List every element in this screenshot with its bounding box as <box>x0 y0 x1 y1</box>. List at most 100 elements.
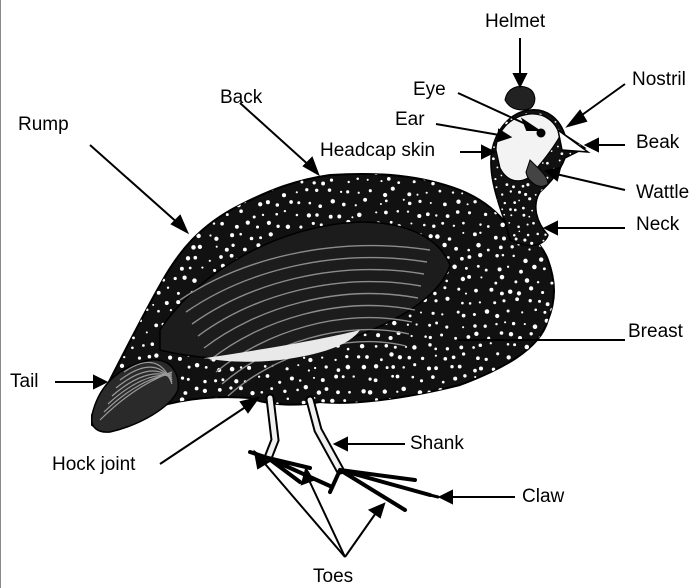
plumage-spot <box>192 189 196 193</box>
plumage-spot <box>106 298 109 301</box>
plumage-spot <box>100 223 102 225</box>
plumage-spot <box>515 363 519 367</box>
plumage-spot <box>192 278 197 283</box>
plumage-spot <box>99 192 102 195</box>
plumage-spot <box>170 309 172 311</box>
plumage-spot <box>561 102 564 105</box>
plumage-spot <box>566 161 568 163</box>
plumage-spot <box>318 204 322 208</box>
plumage-spot <box>486 129 489 132</box>
plumage-spot <box>106 168 109 171</box>
plumage-spot <box>183 391 187 395</box>
plumage-spot <box>308 202 311 205</box>
plumage-spot <box>266 374 270 378</box>
plumage-spot <box>494 236 498 240</box>
plumage-spot <box>342 203 346 207</box>
plumage-spot <box>153 279 155 281</box>
label-breast: Breast <box>628 322 683 341</box>
plumage-spot <box>108 212 112 216</box>
plumage-spot <box>523 239 526 242</box>
plumage-spot <box>285 166 288 169</box>
plumage-spot <box>545 217 548 220</box>
plumage-spot <box>479 169 483 173</box>
plumage-spot <box>572 225 574 227</box>
plumage-spot <box>287 398 290 401</box>
plumage-spot <box>325 387 329 391</box>
plumage-spot <box>410 402 413 405</box>
plumage-spot <box>317 390 321 394</box>
plumage-spot <box>526 183 529 186</box>
plumage-spot <box>163 169 165 171</box>
plumage-spot <box>423 167 427 171</box>
plumage-spot <box>165 301 169 305</box>
plumage-spot <box>454 337 457 340</box>
plumage-spot <box>565 190 568 193</box>
plumage-spot <box>556 183 559 186</box>
plumage-spot <box>435 322 438 325</box>
arrow-toes-3 <box>370 504 384 517</box>
plumage-spot <box>338 168 341 171</box>
plumage-spot <box>490 342 492 344</box>
plumage-spot <box>544 356 548 360</box>
label-back: Back <box>220 88 262 107</box>
plumage-spot <box>427 366 431 370</box>
plumage-spot <box>522 214 525 217</box>
plumage-spot <box>128 190 131 193</box>
plumage-spot <box>255 179 259 183</box>
plumage-spot <box>522 207 525 210</box>
plumage-spot <box>201 267 203 269</box>
plumage-spot <box>549 253 552 256</box>
plumage-spot <box>157 265 160 268</box>
plumage-spot <box>396 375 400 379</box>
plumage-spot <box>218 388 222 392</box>
plumage-spot <box>443 286 446 289</box>
plumage-spot <box>431 182 434 185</box>
plumage-spot <box>428 324 431 327</box>
plumage-spot <box>127 222 129 224</box>
plumage-spot <box>235 400 237 402</box>
plumage-spot <box>443 357 447 361</box>
plumage-spot <box>402 366 405 369</box>
label-beak: Beak <box>636 133 679 152</box>
plumage-spot <box>342 375 345 378</box>
plumage-spot <box>473 200 476 203</box>
plumage-spot <box>313 377 315 379</box>
plumage-spot <box>465 293 467 295</box>
plumage-spot <box>547 190 551 194</box>
plumage-spot <box>216 246 218 248</box>
plumage-spot <box>577 102 579 104</box>
plumage-spot <box>587 190 589 192</box>
plumage-spot <box>420 311 422 313</box>
bird-legs <box>250 398 438 510</box>
plumage-spot <box>117 270 119 272</box>
plumage-spot <box>391 187 395 191</box>
plumage-spot <box>500 331 504 335</box>
plumage-spot <box>557 110 559 112</box>
plumage-spot <box>162 257 166 261</box>
plumage-spot <box>496 121 498 123</box>
plumage-spot <box>539 346 542 349</box>
plumage-spot <box>552 233 555 236</box>
plumage-spot <box>582 176 584 178</box>
plumage-spot <box>115 292 118 295</box>
plumage-spot <box>424 335 427 338</box>
plumage-spot <box>590 112 593 115</box>
plumage-spot <box>488 199 491 202</box>
plumage-spot <box>140 304 142 306</box>
plumage-spot <box>364 334 367 337</box>
plumage-spot <box>131 319 135 323</box>
plumage-spot <box>529 299 532 302</box>
plumage-spot <box>558 177 560 179</box>
plumage-spot <box>121 290 125 294</box>
plumage-spot <box>321 182 325 186</box>
plumage-spot <box>89 178 93 182</box>
plumage-spot <box>456 200 460 204</box>
plumage-spot <box>321 399 325 403</box>
plumage-spot <box>384 169 387 172</box>
plumage-spot <box>225 204 227 206</box>
plumage-spot <box>205 366 208 369</box>
plumage-spot <box>104 342 107 345</box>
plumage-spot <box>220 222 224 226</box>
plumage-spot <box>177 191 180 194</box>
plumage-spot <box>367 179 369 181</box>
